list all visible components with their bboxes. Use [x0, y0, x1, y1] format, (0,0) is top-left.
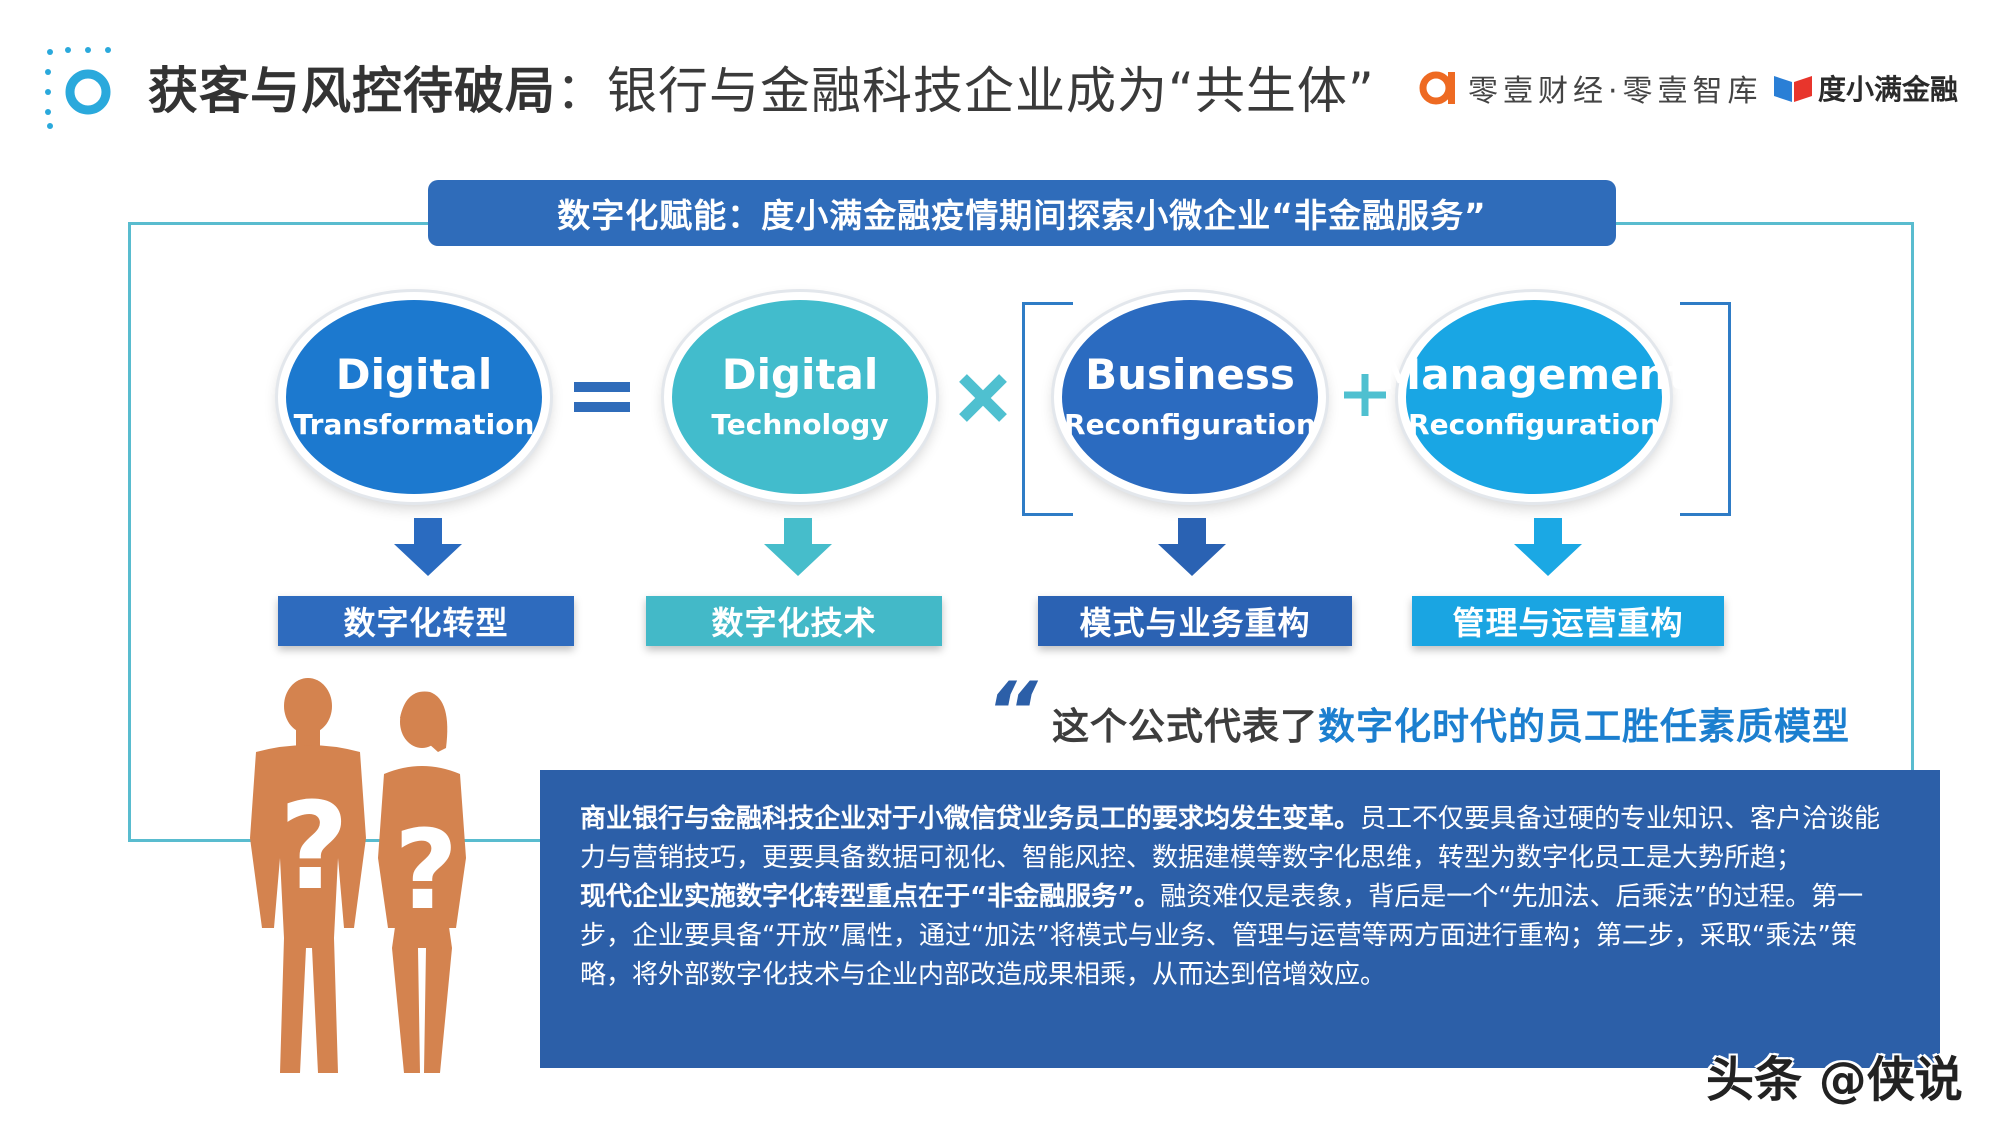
bracket-left: [1022, 302, 1073, 516]
quote-mark-icon: “: [986, 665, 1038, 758]
circle-4-title: Management: [1379, 350, 1689, 399]
circle-2-title: Digital: [721, 350, 879, 399]
brand-duxiaoman: 度小满金融: [1818, 73, 1959, 106]
circle-digital-technology: Digital Technology: [664, 292, 936, 502]
svg-text:?: ?: [394, 806, 458, 934]
paragraph-1: 商业银行与金融科技企业对于小微信贷业务员工的要求均发生变革。员工不仅要具备过硬的…: [580, 800, 1898, 878]
label-business-reconfiguration: 模式与业务重构: [1038, 596, 1352, 646]
arrow-down-icon: [1158, 518, 1226, 576]
paragraph-2-rest: 融资难仅是表象，背后是一个“先加法、后乘法”的过程。第一步，企业要具备“开放”属…: [580, 882, 1864, 990]
equals-icon: [574, 382, 630, 412]
circle-management-reconfiguration: Management Reconfiguration: [1379, 292, 1689, 502]
plus-icon: [1344, 374, 1386, 416]
paragraph-2: 现代企业实施数字化转型重点在于“非金融服务”。融资难仅是表象，背后是一个“先加法…: [580, 878, 1898, 995]
lingyi-logo-icon: [1419, 71, 1455, 105]
brand-lingyi: 零壹财经·零壹智库: [1468, 74, 1763, 109]
circle-4-subtitle: Reconfiguration: [1408, 408, 1660, 441]
logo-ring-icon: [45, 47, 111, 129]
quote-dark-text: 这个公式代表了: [1052, 705, 1318, 748]
quote-blue-text: 数字化时代的员工胜任素质模型: [1318, 705, 1850, 748]
page-title-rest: ：银行与金融科技企业成为“共生体”: [556, 62, 1375, 120]
label-management-reconfiguration: 管理与运营重构: [1412, 596, 1724, 646]
quote-line: 这个公式代表了数字化时代的员工胜任素质模型: [1052, 696, 1850, 750]
paragraph-1-bold: 商业银行与金融科技企业对于小微信贷业务员工的要求均发生变革。: [580, 804, 1361, 834]
duxiaoman-logo-icon: [1774, 76, 1812, 102]
description-box: 商业银行与金融科技企业对于小微信贷业务员工的要求均发生变革。员工不仅要具备过硬的…: [540, 770, 1940, 1068]
arrow-down-icon: [1514, 518, 1582, 576]
paragraph-1-rest: 员工不仅要具备过硬的专业知识、客户洽谈能力与营销技巧，更要具备数据可视化、智能风…: [580, 804, 1881, 873]
paragraph-2-bold: 现代企业实施数字化转型重点在于“非金融服务”。: [580, 882, 1161, 912]
times-icon: [959, 374, 1007, 422]
circle-digital-transformation: Digital Transformation: [278, 292, 550, 502]
circle-3-title: Business: [1085, 350, 1295, 399]
page-title-bold: 获客与风控待破局: [148, 62, 556, 120]
arrow-down-icon: [764, 518, 832, 576]
svg-text:?: ?: [279, 778, 349, 917]
circle-3-subtitle: Reconfiguration: [1064, 408, 1316, 441]
label-digital-technology: 数字化技术: [646, 596, 942, 646]
watermark: 头条 @侠说: [1706, 1052, 1963, 1108]
arrow-down-icon: [394, 518, 462, 576]
label-digital-transformation: 数字化转型: [278, 596, 574, 646]
circle-business-reconfiguration: Business Reconfiguration: [1054, 292, 1326, 502]
banner-title: 数字化赋能：度小满金融疫情期间探索小微企业“非金融服务”: [428, 180, 1616, 246]
circle-1-subtitle: Transformation: [293, 408, 535, 441]
circle-2-subtitle: Technology: [711, 408, 889, 441]
human-figures-icon: ? ?: [250, 678, 466, 1073]
page-title: 获客与风控待破局：银行与金融科技企业成为“共生体”: [148, 56, 1375, 126]
circle-1-title: Digital: [335, 350, 493, 399]
bracket-right: [1680, 302, 1731, 516]
